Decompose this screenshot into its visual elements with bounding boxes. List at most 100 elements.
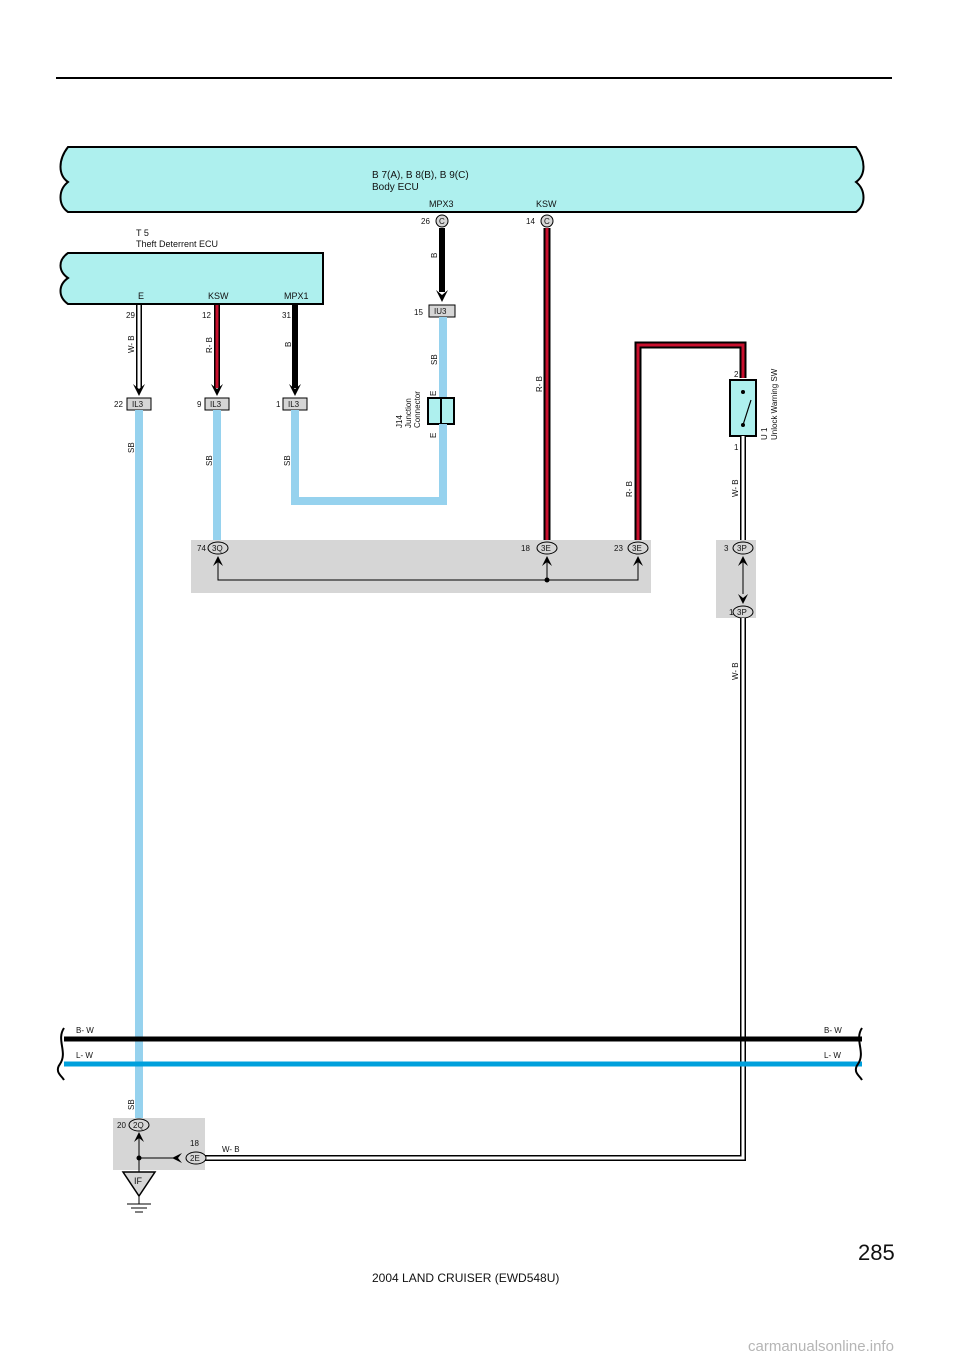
wire-label-b-mpx1: B (284, 342, 293, 347)
theft-ecu-term-e: E (138, 291, 144, 301)
pin-22: 22 (114, 400, 123, 409)
conn-3q (207, 541, 229, 555)
conn-c-ksw (540, 214, 554, 228)
jb-internal-wiring (217, 562, 639, 581)
conn-3p-3-label: 3P (737, 544, 747, 553)
jb-arrow-3e-23 (633, 556, 643, 566)
conn-3q-label: 3Q (212, 544, 223, 553)
arrow-mpx1 (289, 384, 301, 396)
theft-ecu-name: Theft Deterrent ECU (136, 239, 218, 249)
unlock-switch-pin-top: 2 (734, 370, 739, 379)
conn-2q (128, 1118, 150, 1132)
pin-9: 9 (197, 400, 202, 409)
watermark: carmanualsonline.info (748, 1338, 894, 1355)
pin-23: 23 (614, 544, 623, 553)
bus-label-lw-left: L- W (76, 1051, 93, 1060)
pin-12: 12 (202, 311, 211, 320)
body-ecu-term-ksw: KSW (536, 199, 557, 209)
wire-unlock-rb-inner (636, 343, 745, 540)
conn-il3-9-label: IL3 (210, 400, 222, 409)
conn-2e-label: 2E (190, 1154, 200, 1163)
conn-3p-3 (732, 541, 754, 555)
jb-2q-2e-internal (138, 1138, 178, 1172)
wire-label-rb-ksw: R- B (205, 337, 214, 353)
conn-il3-22-label: IL3 (132, 400, 144, 409)
wire-label-sb-mpx1: SB (283, 455, 292, 466)
wire-label-wb-3p: W- B (731, 662, 740, 680)
wire-wb-return-outer (204, 618, 746, 1161)
bus-label-lw-right: L- W (824, 1051, 841, 1060)
unlock-switch-lever (742, 399, 752, 426)
pin-1-3p: 1 (729, 608, 734, 617)
theft-ecu-term-ksw: KSW (208, 291, 229, 301)
bus-right-break (854, 1027, 863, 1081)
body-ecu-id: B 7(A), B 8(B), B 9(C) (372, 170, 469, 181)
jb-arrow-3e-18 (542, 556, 552, 566)
conn-3e-18 (536, 541, 558, 555)
junction-id: J14 (395, 415, 404, 428)
unlock-switch-name: Unlock Warning SW (770, 368, 779, 440)
wire-label-sb-ksw: SB (205, 455, 214, 466)
conn-iu3-label: IU3 (434, 307, 447, 316)
pin-74: 74 (197, 544, 206, 553)
conn-3e-18-label: 3E (541, 544, 551, 553)
wire-label-sb-main: SB (127, 442, 136, 453)
pin-26: 26 (421, 217, 430, 226)
pin-3-3p: 3 (724, 544, 729, 553)
pin-20: 20 (117, 1121, 126, 1130)
unlock-switch-id: U 1 (760, 427, 769, 440)
jb-arrow-2q (134, 1132, 144, 1142)
bus-left-break (56, 1027, 65, 1081)
conn-3e-23 (627, 541, 649, 555)
unlock-switch-contact-top (741, 390, 745, 394)
bus-label-bw-left: B- W (76, 1026, 94, 1035)
junction-term-top: E (429, 391, 438, 396)
wire-label-sb-bottom: SB (127, 1099, 136, 1110)
wire-label-wb-2e: W- B (222, 1145, 240, 1154)
theft-ecu-id: T 5 (136, 228, 149, 238)
junction-term-bottom: E (429, 433, 438, 438)
pin-15: 15 (414, 308, 423, 317)
jb-arrow-3p-bottom (738, 594, 748, 604)
arrow-mpx3 (436, 290, 448, 302)
conn-il3-1-label: IL3 (288, 400, 300, 409)
conn-3p-1-label: 3P (737, 608, 747, 617)
conn-c-mpx3-label: C (439, 217, 445, 226)
wire-unlock-rb-outer (634, 341, 747, 540)
arrow-e (133, 384, 145, 396)
junction-line2: Connector (413, 391, 422, 428)
arrow-ksw (211, 384, 223, 396)
jb-2q-splice-dot (136, 1155, 142, 1161)
conn-3e-23-label: 3E (632, 544, 642, 553)
junction-block-3q-3e (191, 540, 651, 593)
pin-14: 14 (526, 217, 535, 226)
pin-18-2e: 18 (190, 1139, 199, 1148)
conn-c-ksw-label: C (544, 217, 550, 226)
wire-label-wb-unlock: W- B (731, 479, 740, 497)
footer-title: 2004 LAND CRUISER (EWD548U) (372, 1271, 559, 1285)
body-ecu-term-mpx3: MPX3 (429, 199, 454, 209)
conn-2e (185, 1151, 207, 1165)
junction-line1: Junction (404, 398, 413, 428)
bus-label-bw-right: B- W (824, 1026, 842, 1035)
ground-triangle (121, 1171, 157, 1198)
wire-label-rb-body: R- B (535, 376, 544, 392)
theft-ecu-block (59, 252, 324, 305)
body-ecu-name: Body ECU (372, 182, 419, 193)
unlock-switch-pin-bottom: 1 (734, 443, 739, 452)
pin-18-3e: 18 (521, 544, 530, 553)
jb-arrow-3q (213, 556, 223, 566)
theft-ecu-term-mpx1: MPX1 (284, 291, 309, 301)
wire-label-b-mpx3: B (430, 253, 439, 258)
unlock-switch-body (729, 379, 757, 437)
wire-label-wb-e: W- B (127, 335, 136, 353)
body-ecu-block (59, 146, 865, 213)
conn-2q-label: 2Q (133, 1121, 144, 1130)
ground-label: IF (134, 1176, 143, 1186)
pin-1-il3: 1 (276, 400, 281, 409)
pin-31: 31 (282, 311, 291, 320)
conn-c-mpx3 (435, 214, 449, 228)
wire-wb-return-inner (204, 618, 745, 1160)
jb-arrow-3p-top (738, 556, 748, 566)
